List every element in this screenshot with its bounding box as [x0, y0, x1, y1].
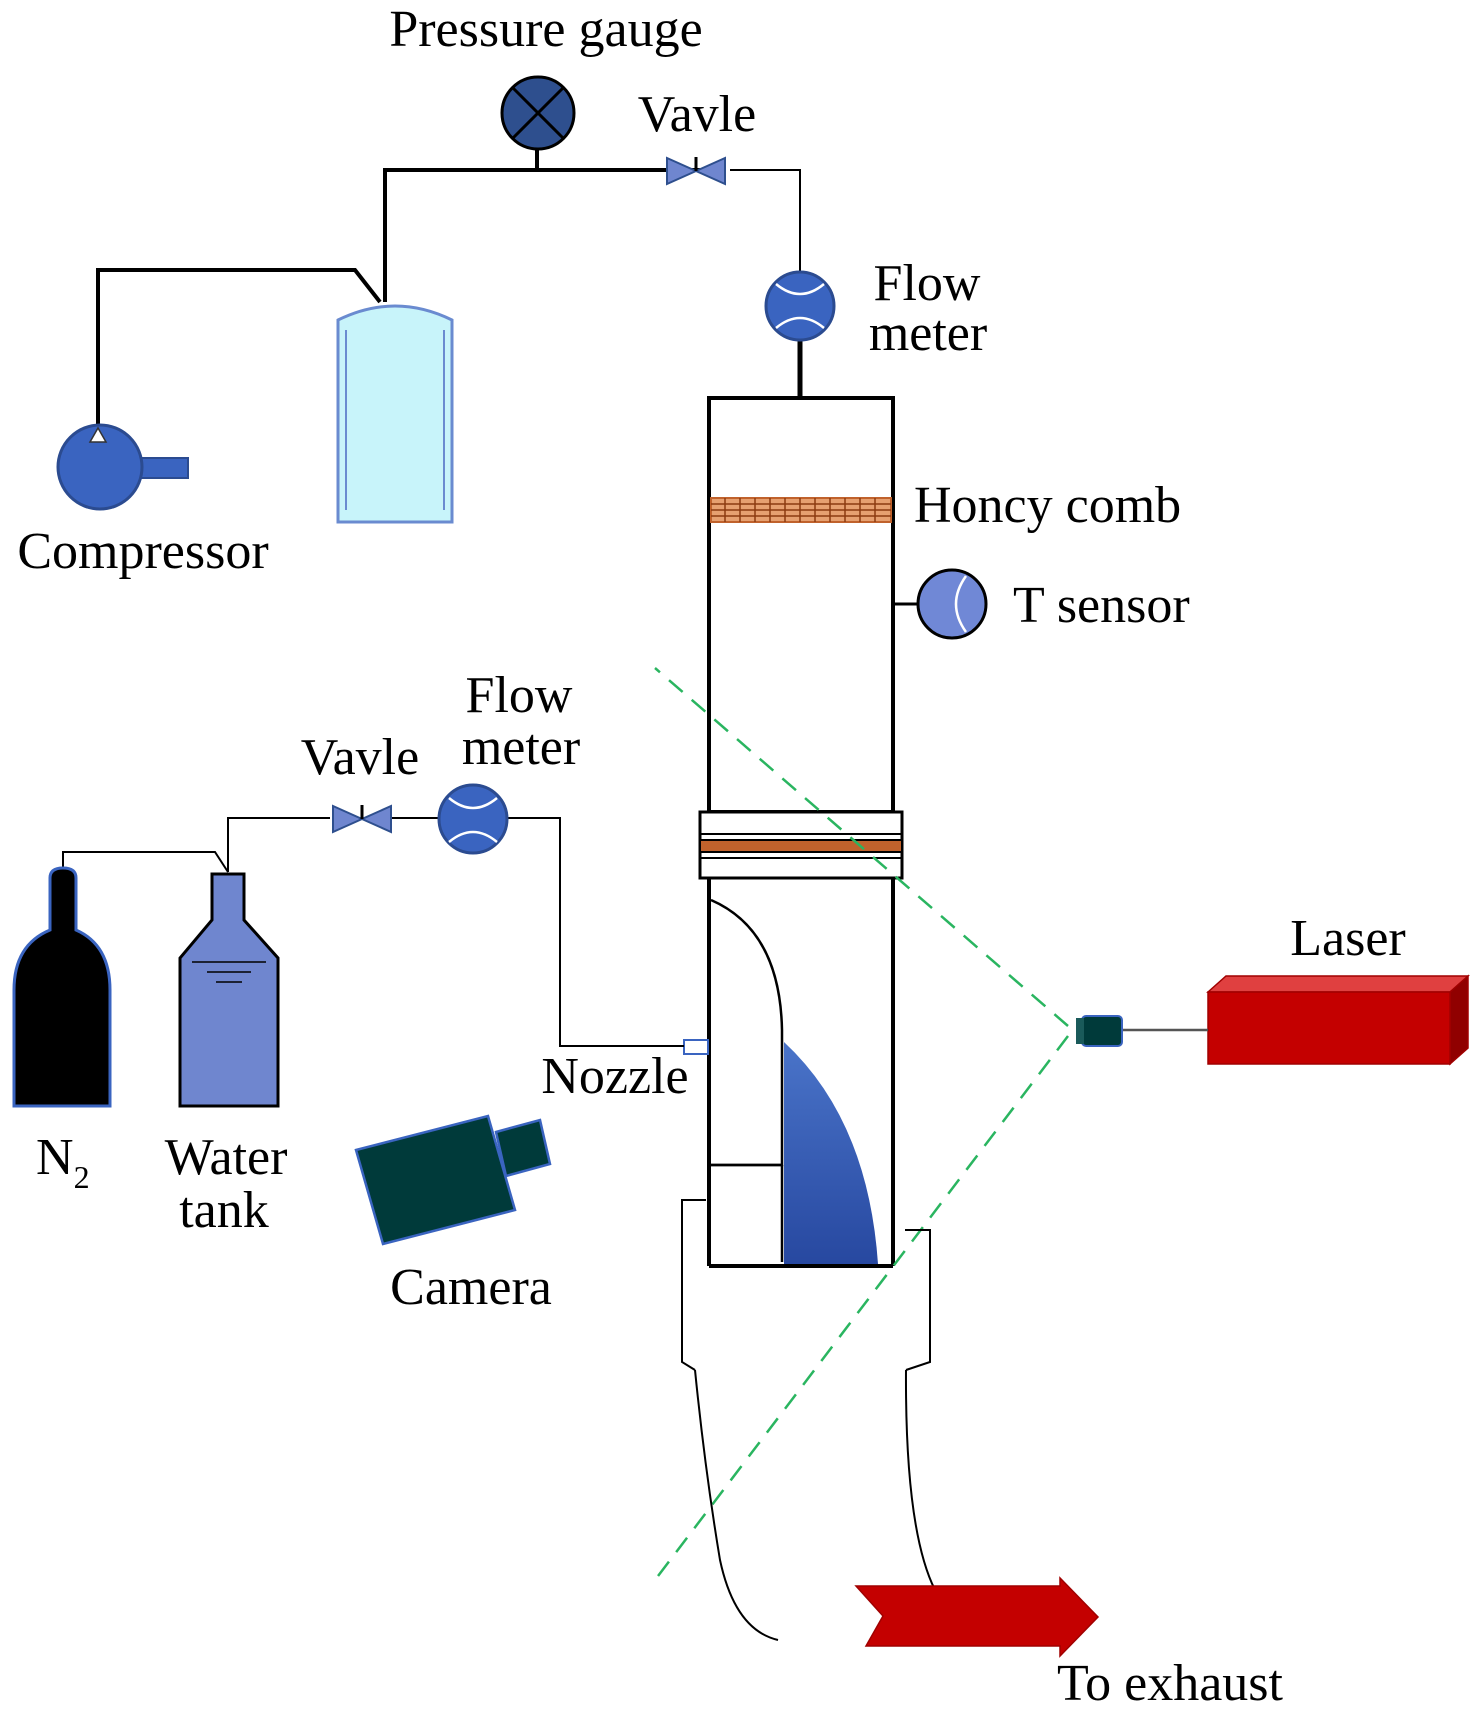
- laser-icon: [1120, 974, 1470, 1066]
- column-flange: [698, 810, 904, 880]
- inner-contour: [710, 898, 784, 1167]
- water-tank-icon: [178, 872, 280, 1108]
- flow-meter-mid-icon: [437, 783, 509, 855]
- camera-icon: [354, 1114, 552, 1246]
- air-supply-piping: [96, 148, 703, 430]
- label-flow-meter-top-1: Flow: [874, 255, 981, 312]
- label-pressure-gauge: Pressure gauge: [389, 1, 702, 58]
- valve-top-icon: [666, 156, 726, 186]
- label-water-tank-2: tank: [179, 1182, 269, 1239]
- label-laser: Laser: [1290, 910, 1405, 967]
- label-water-tank-1: Water: [165, 1129, 288, 1186]
- exhaust-arrow-icon: [854, 1576, 1100, 1658]
- label-flow-meter-top-2: meter: [869, 305, 987, 362]
- exhaust-duct: [681, 1199, 936, 1641]
- honeycomb-icon: [710, 497, 892, 523]
- label-t-sensor: T sensor: [1013, 577, 1190, 634]
- laser-sheet: [654, 667, 1069, 1581]
- valve-mid-icon: [332, 804, 392, 834]
- water-spray: [784, 1042, 878, 1264]
- label-exhaust: To exhaust: [1057, 1655, 1284, 1712]
- flow-meter-top-icon: [764, 270, 836, 342]
- label-n2: N2: [36, 1129, 90, 1195]
- water-feed-piping-2: [227, 817, 330, 872]
- pressure-gauge-icon: [500, 75, 576, 151]
- n2-cylinder-icon: [12, 866, 112, 1108]
- compressor-icon: [56, 423, 189, 511]
- label-n2-sub: 2: [74, 1159, 90, 1195]
- label-n2-main: N: [36, 1129, 74, 1186]
- air-tank-icon: [336, 304, 454, 524]
- t-sensor-icon: [893, 568, 988, 640]
- laser-lens-icon: [1076, 1015, 1123, 1047]
- pipe-valve-to-flowmeter: [730, 169, 801, 272]
- label-camera: Camera: [390, 1259, 552, 1316]
- label-honeycomb: Honcy comb: [914, 477, 1181, 534]
- label-valve-mid: Vavle: [301, 729, 419, 786]
- label-flow-meter-mid-1: Flow: [466, 667, 573, 724]
- water-feed-piping: [62, 851, 229, 880]
- label-compressor: Compressor: [17, 523, 268, 580]
- label-flow-meter-mid-2: meter: [462, 719, 580, 776]
- label-valve-top: Vavle: [638, 86, 756, 143]
- label-nozzle: Nozzle: [541, 1048, 688, 1105]
